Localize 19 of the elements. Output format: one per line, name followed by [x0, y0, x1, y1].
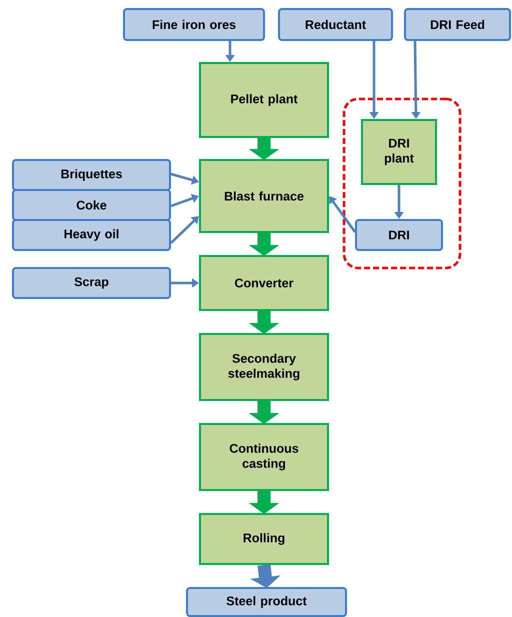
input-box: Coke	[12, 189, 171, 221]
arrow	[329, 196, 356, 233]
input-box: Fine iron ores	[123, 8, 265, 41]
process-box: Blast furnace	[199, 159, 329, 233]
input-box: DRI	[355, 219, 443, 251]
input-box: Briquettes	[12, 159, 171, 191]
input-box: Scrap	[12, 267, 171, 299]
arrow	[170, 216, 199, 244]
process-box: DRI plant	[361, 119, 437, 185]
input-box: Steel product	[186, 587, 347, 617]
dashed-group-outline	[342, 98, 462, 270]
input-box: Reductant	[278, 8, 393, 41]
process-box: Secondary steelmaking	[199, 333, 329, 401]
input-box: DRI Feed	[404, 8, 511, 41]
process-box: Continuous casting	[199, 423, 329, 491]
process-box: Pellet plant	[199, 62, 329, 138]
process-box: Converter	[199, 255, 329, 311]
input-box: Heavy oil	[12, 219, 171, 251]
process-box: Rolling	[199, 513, 329, 565]
